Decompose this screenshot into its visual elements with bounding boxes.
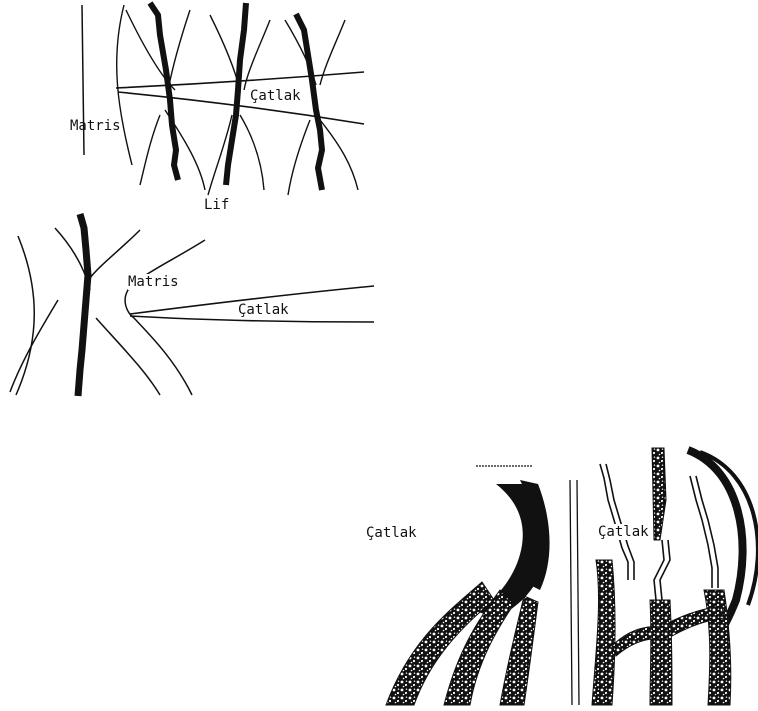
fiber-strand	[592, 560, 615, 705]
matrix-flow-line	[210, 15, 240, 90]
matrix-edge-line	[570, 480, 572, 705]
matrix-flow-line	[168, 10, 190, 90]
panel-d	[570, 448, 758, 705]
lif-label: Lif	[204, 197, 229, 213]
catlak-label: Çatlak	[366, 525, 417, 541]
matrix-flow-line	[320, 120, 358, 190]
catlak-label: Çatlak	[598, 524, 649, 540]
debonded-fiber	[660, 540, 670, 600]
matrix-flow-line	[117, 5, 132, 165]
catlak-label: Çatlak	[248, 88, 303, 104]
matrix-flow-line	[288, 120, 310, 195]
fiber	[78, 214, 88, 396]
matrix-flow-line	[96, 318, 160, 395]
fiber	[150, 3, 178, 180]
panel-b	[10, 214, 374, 396]
fiber	[226, 3, 246, 185]
fiber-strand	[650, 600, 672, 705]
matrix-flow-line	[240, 115, 264, 190]
matris-label: Matris	[70, 118, 121, 134]
panel-c	[386, 466, 550, 705]
matrix-flow-line	[90, 230, 140, 278]
matrix-flow-line	[140, 115, 160, 185]
fiber-strand-dark	[700, 452, 758, 605]
debonded-fiber	[696, 476, 718, 588]
catlak-label: Çatlak	[238, 302, 289, 318]
debonded-fiber	[654, 540, 664, 600]
matrix-edge-line	[577, 480, 579, 705]
panel-a	[82, 3, 364, 195]
matris-label: Matris	[128, 274, 179, 290]
crack-lower-edge	[118, 92, 364, 124]
fiber-strand	[652, 448, 666, 540]
